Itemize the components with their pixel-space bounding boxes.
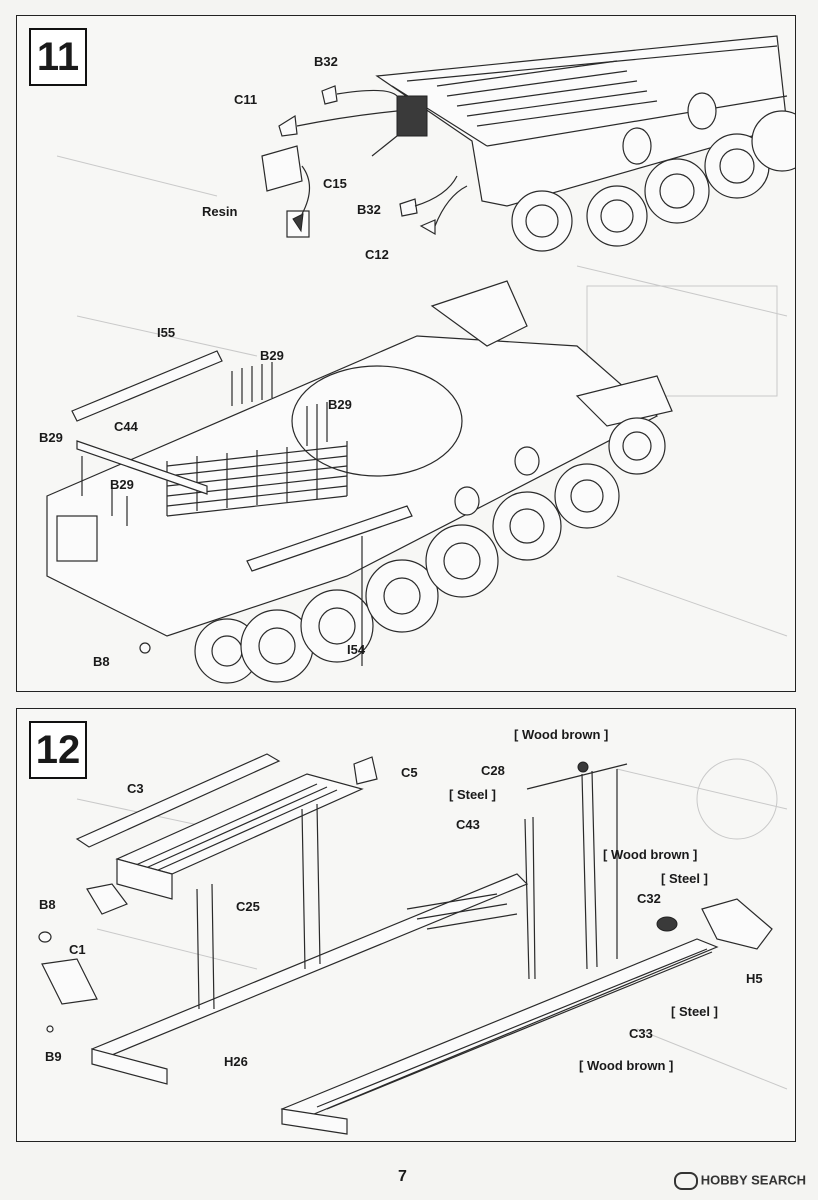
label-b29-b: B29 <box>328 397 352 412</box>
label-c32: C32 <box>637 891 661 906</box>
step-number: 12 <box>29 721 87 779</box>
part-resin <box>261 145 303 192</box>
label-h5: H5 <box>746 971 763 986</box>
label-b32: B32 <box>314 54 338 69</box>
part-b8 <box>139 642 151 654</box>
upper-hull-assembly <box>375 35 795 252</box>
label-b8: B8 <box>39 897 56 912</box>
part-c44 <box>76 440 208 495</box>
lower-hull-assembly <box>46 280 673 684</box>
part-b8 <box>38 931 52 943</box>
label-c33: C33 <box>629 1026 653 1041</box>
label-b29-c: B29 <box>39 430 63 445</box>
label-h26: H26 <box>224 1054 248 1069</box>
step-12-illustration <box>38 753 788 1135</box>
label-c15: C15 <box>323 176 347 191</box>
label-c11: C11 <box>234 92 258 107</box>
label-c5: C5 <box>401 765 418 780</box>
part-c28 <box>526 763 628 790</box>
part-c25 <box>115 773 364 875</box>
label-i55: I55 <box>157 325 176 340</box>
part-i55 <box>71 350 223 422</box>
label-b32-2: B32 <box>357 202 381 217</box>
step-number: 11 <box>29 28 87 86</box>
part-b32-2 <box>399 198 418 217</box>
label-wood-brown-3: [ Wood brown ] <box>579 1058 674 1073</box>
step-11-panel: 11 B32 C11 Resin C15 B32 C12 I55 B29 B29… <box>16 15 796 692</box>
label-c28: C28 <box>481 763 505 778</box>
label-c43: C43 <box>456 817 480 832</box>
step-11-illustration <box>46 35 795 684</box>
label-wood-brown-1: [ Wood brown ] <box>514 727 609 742</box>
part-b9 <box>46 1025 54 1033</box>
part-c12 <box>419 219 436 236</box>
label-b29-d: B29 <box>110 477 134 492</box>
label-b29-a: B29 <box>260 348 284 363</box>
label-c44: C44 <box>114 419 138 434</box>
label-c25: C25 <box>236 899 260 914</box>
label-steel-2: [ Steel ] <box>661 871 708 886</box>
part-b32 <box>321 85 338 105</box>
part-c11 <box>278 114 298 137</box>
watermark-text: HOBBY SEARCH <box>700 1172 806 1188</box>
label-i54: I54 <box>347 642 366 657</box>
label-resin: Resin <box>202 204 238 219</box>
page-number: 7 <box>398 1168 407 1185</box>
part-c1 <box>41 958 98 1005</box>
label-b8: B8 <box>93 654 110 669</box>
part-h26 <box>90 873 529 1060</box>
label-steel-3: [ Steel ] <box>671 1004 718 1019</box>
label-steel-1: [ Steel ] <box>449 787 496 802</box>
label-wood-brown-2: [ Wood brown ] <box>603 847 698 862</box>
label-c3: C3 <box>127 781 144 796</box>
part-h5 <box>701 898 773 950</box>
label-b9: B9 <box>45 1049 62 1064</box>
watermark: HOBBY SEARCH <box>673 1172 806 1190</box>
label-c12: C12 <box>365 247 389 262</box>
part-c3 <box>75 753 281 848</box>
step-12-panel: 12 C3 C5 B8 C25 C1 B9 H26 [ Wood brown ]… <box>16 708 796 1142</box>
part-c32 <box>656 916 678 932</box>
label-c1: C1 <box>69 942 86 957</box>
hobby-search-logo-icon <box>673 1172 698 1190</box>
part-c5 <box>353 756 378 785</box>
